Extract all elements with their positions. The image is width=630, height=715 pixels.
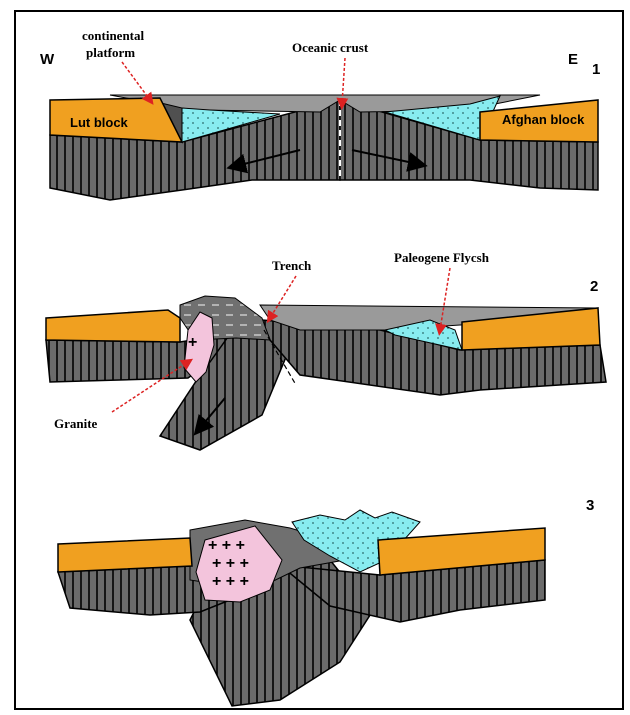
paleogene-flysch-label: Paleogene Flycsh [394,250,490,265]
lut-block-stage2 [46,310,180,342]
west-label: W [40,51,55,68]
stage-1-section [50,95,598,200]
stage-3-number: 3 [586,497,594,514]
continental-platform-pointer [122,62,150,100]
oceanic-crust-label: Oceanic crust [292,40,369,55]
continental-platform-label-line1: continental [82,28,145,43]
afghan-block-label: Afghan block [502,112,585,127]
trench-label: Trench [272,258,312,273]
stage-2-section: + [46,296,606,450]
east-label: E [568,51,578,68]
lut-block-stage3 [58,538,192,572]
lut-block-label: Lut block [70,115,129,130]
stage-3-section: + + + + + + + + + [58,510,545,706]
stage2-granite-cross: + [188,334,197,351]
granite-label: Granite [54,416,98,431]
stage-1-number: 1 [592,61,600,78]
stage3-granite-crosses: + + + + + + + + + [208,537,253,590]
continental-platform-label-line2: platform [86,45,135,60]
stage-2-number: 2 [590,278,598,295]
